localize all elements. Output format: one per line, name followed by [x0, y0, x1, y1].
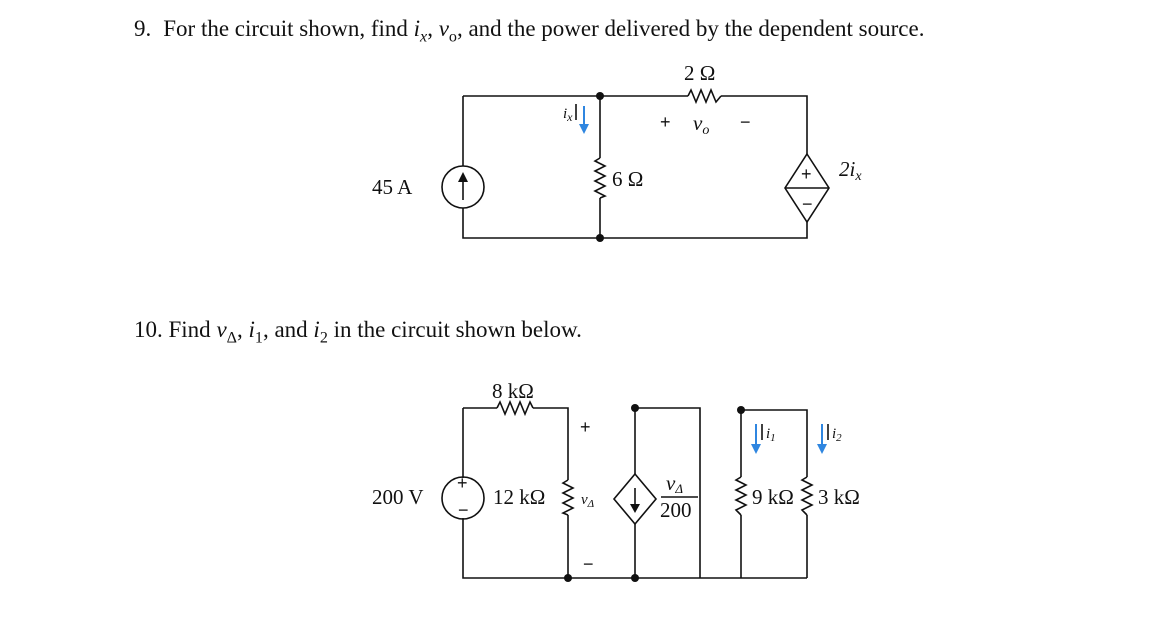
vd-minus: −: [583, 554, 594, 574]
resistor-2-ohm: [687, 87, 722, 105]
problem-9-statement: 9. For the circuit shown, find ix, vo, an…: [134, 16, 924, 47]
wire: [462, 518, 568, 579]
vo-label: vo: [693, 111, 709, 138]
problem-10-number: 10.: [134, 317, 163, 342]
ix-subscript: x: [420, 28, 428, 46]
r3-label: 3 kΩ: [818, 485, 860, 509]
resistor-9k: [734, 476, 748, 516]
vo-minus: −: [740, 112, 751, 132]
vo-plus: +: [660, 112, 671, 132]
i1-symbol: i: [248, 317, 255, 342]
i2-symbol: i: [313, 317, 320, 342]
ix-label: ix: [563, 106, 573, 124]
wire: [462, 208, 808, 239]
arrowhead: [579, 124, 589, 134]
current-source-circle: [441, 165, 485, 209]
vsrc-minus: −: [458, 500, 469, 520]
node-dot: [564, 574, 572, 582]
dependent-current-source-diamond: [612, 472, 658, 526]
vd-symbol: v: [216, 317, 227, 342]
arrowhead: [751, 444, 761, 454]
problem-10-text-before: Find: [168, 317, 211, 342]
i1-label: i1: [766, 426, 776, 444]
vd-subscript: Δ: [226, 329, 238, 347]
wire: [635, 407, 701, 578]
node-dot: [596, 92, 604, 100]
i2-subscript: 2: [319, 329, 328, 347]
vd-plus: +: [580, 417, 591, 437]
r12-label: 12 kΩ: [493, 485, 545, 509]
vd-label: vΔ: [581, 492, 594, 510]
circuit-10: 8 kΩ 12 kΩ + vΔ − + − 200 V vΔ 200 9 kΩ …: [372, 379, 860, 582]
dep-plus: +: [801, 164, 812, 184]
r9-label: 9 kΩ: [752, 485, 794, 509]
problem-9-text-after: , and the power delivered by the depende…: [456, 16, 925, 41]
separator: ,: [237, 317, 243, 342]
dep-source-label: 2ix: [839, 157, 862, 184]
node-dot: [631, 404, 639, 412]
i2-label: i2: [832, 426, 842, 444]
circuit-9: 2 Ω 6 Ω 45 A ix + vo − + − 2ix: [372, 61, 862, 242]
wire: [533, 407, 569, 480]
problem-10-text-after: in the circuit shown below.: [333, 317, 582, 342]
wire: [721, 95, 808, 154]
voltage-source-circle: [441, 476, 485, 520]
dep-num-label: vΔ: [666, 471, 683, 496]
problem-10-statement: 10. Find vΔ, i1, and i2 in the circuit s…: [134, 317, 582, 348]
r-mid-label: 6 Ω: [612, 167, 643, 191]
node-dot: [631, 574, 639, 582]
node-dot: [737, 406, 745, 414]
arrowhead: [817, 444, 827, 454]
dependent-voltage-source-diamond: [784, 152, 830, 224]
ix-symbol: i: [413, 16, 421, 41]
dep-den-label: 200: [660, 498, 692, 522]
arrowhead: [630, 504, 640, 513]
vo-symbol: v: [438, 16, 449, 41]
vsrc-plus: +: [457, 473, 468, 493]
problem-9-number: 9.: [134, 16, 152, 41]
vsrc-label: 200 V: [372, 485, 424, 509]
vo-subscript: o: [448, 28, 457, 46]
resistor-6-ohm: [593, 157, 607, 199]
dep-minus: −: [802, 194, 813, 214]
resistor-8k: [496, 399, 534, 417]
i1-subscript: 1: [254, 329, 263, 347]
problem-9-text-before: For the circuit shown, find: [163, 16, 408, 41]
r-top-label: 2 Ω: [684, 61, 715, 85]
arrowhead: [458, 172, 468, 182]
r8-label: 8 kΩ: [492, 379, 534, 403]
source-current-label: 45 A: [372, 175, 413, 199]
wire: [741, 409, 808, 477]
problem-10-text-mid: , and: [262, 317, 308, 342]
resistor-12k: [561, 479, 575, 516]
separator: ,: [427, 16, 433, 41]
resistor-3k: [800, 476, 814, 516]
node-dot: [596, 234, 604, 242]
